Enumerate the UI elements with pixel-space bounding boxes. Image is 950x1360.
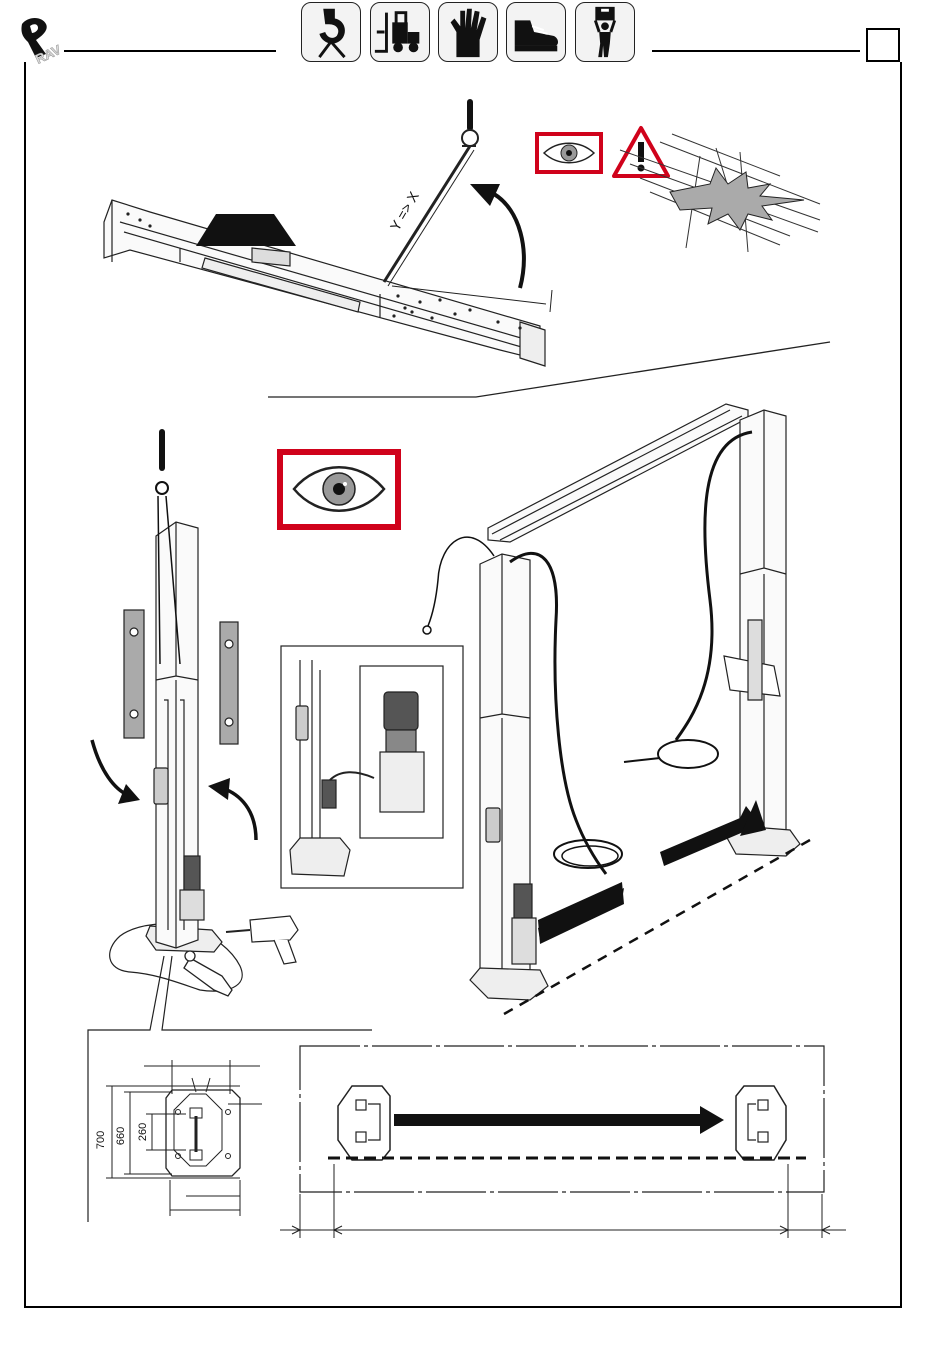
inspect-eye-badge-small bbox=[537, 134, 601, 172]
placement-arrows bbox=[538, 800, 766, 944]
dim-660-label: 660 bbox=[115, 1127, 127, 1145]
crossbeam-assembly bbox=[104, 200, 545, 366]
dim-700-label: 700 bbox=[95, 1131, 107, 1149]
base-plate-dimensions bbox=[106, 1060, 262, 1216]
section-divider bbox=[268, 342, 830, 397]
lift-direction-arrow bbox=[470, 184, 524, 288]
standing-column-left bbox=[110, 522, 243, 991]
warning-triangle-icon bbox=[614, 128, 668, 176]
strap-length-label: Y => X bbox=[387, 188, 422, 233]
plan-dimension-lines bbox=[280, 1164, 846, 1238]
two-post-lift-assembly bbox=[470, 404, 800, 1000]
drill-tool bbox=[226, 916, 298, 964]
inspect-eye-badge-large bbox=[280, 452, 398, 527]
weight-symbol bbox=[196, 214, 296, 246]
direction-arrow bbox=[394, 1106, 724, 1134]
power-unit-inset bbox=[281, 646, 463, 888]
dim-260-label: 260 bbox=[137, 1123, 149, 1141]
